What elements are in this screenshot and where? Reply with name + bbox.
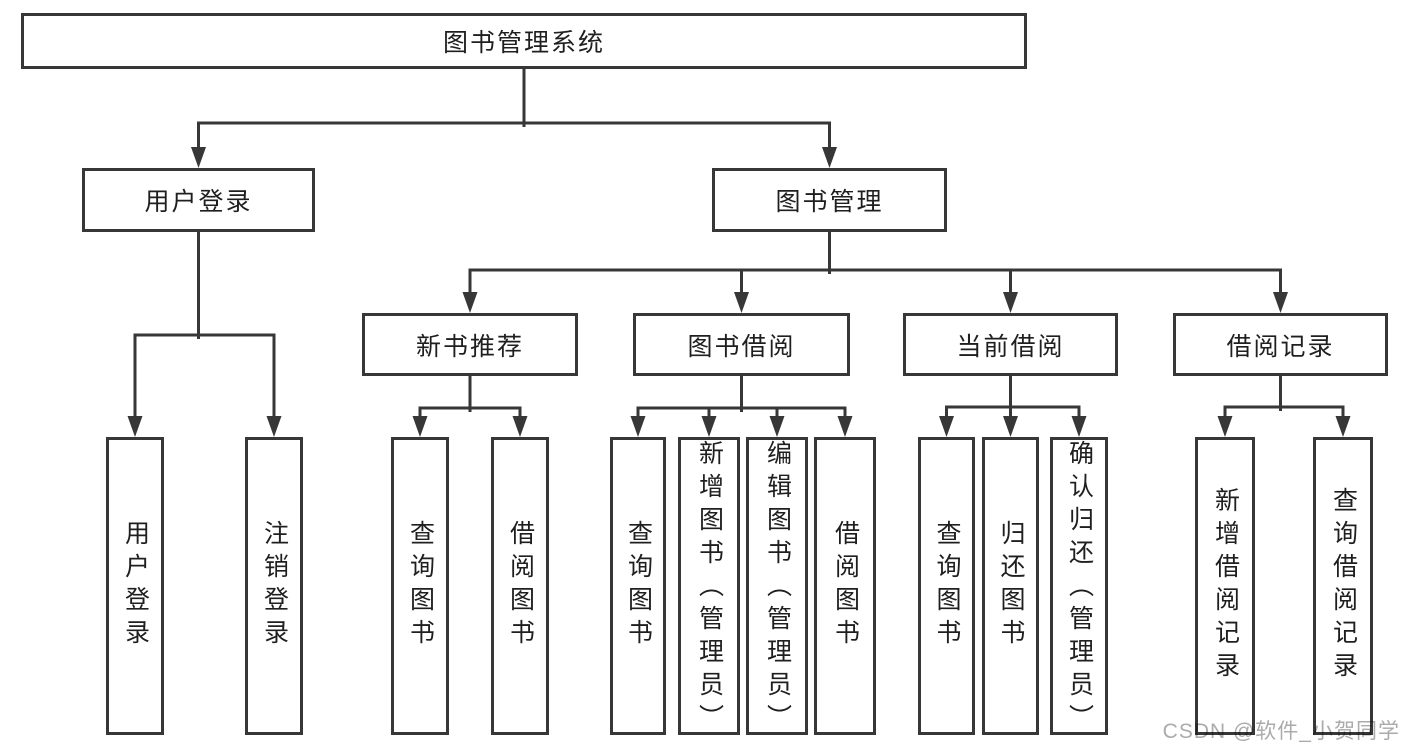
csdn-watermark: CSDN @软件_小贺同学 bbox=[1162, 720, 1400, 743]
leaf-label: 确认归还（管理员） bbox=[1065, 440, 1094, 737]
node-label: 图书管理系统 bbox=[442, 29, 605, 57]
node-label: 当前借阅 bbox=[956, 332, 1065, 361]
leaf-return-book: 归还图书 bbox=[982, 437, 1039, 735]
node-user-login: 用户登录 bbox=[82, 168, 315, 232]
leaf-query-books-current: 查询图书 bbox=[918, 437, 975, 735]
node-label: 借阅记录 bbox=[1226, 332, 1335, 361]
node-new-book-recommend: 新书推荐 bbox=[362, 313, 578, 376]
node-book-borrow: 图书借阅 bbox=[633, 313, 850, 376]
leaf-add-book-admin: 新增图书（管理员） bbox=[678, 437, 740, 737]
node-label: 图书借阅 bbox=[687, 332, 796, 361]
leaf-label: 查询图书 bbox=[933, 520, 961, 652]
leaf-add-borrow-record: 新增借阅记录 bbox=[1195, 437, 1255, 735]
node-label: 新书推荐 bbox=[415, 332, 524, 361]
leaf-label: 查询借阅记录 bbox=[1329, 487, 1358, 685]
leaf-user-login: 用户登录 bbox=[106, 437, 164, 735]
node-label: 用户登录 bbox=[144, 188, 253, 216]
leaf-label: 借阅图书 bbox=[506, 520, 535, 652]
leaf-label: 查询图书 bbox=[624, 520, 653, 652]
leaf-query-books-borrow: 查询图书 bbox=[610, 437, 666, 735]
leaf-label: 注销登录 bbox=[260, 520, 289, 652]
leaf-confirm-return-admin: 确认归还（管理员） bbox=[1050, 437, 1108, 737]
leaf-label: 新增借阅记录 bbox=[1211, 487, 1240, 685]
leaf-query-borrow-record: 查询借阅记录 bbox=[1313, 437, 1373, 735]
leaf-query-books-recommend: 查询图书 bbox=[391, 437, 449, 735]
leaf-label: 归还图书 bbox=[997, 520, 1025, 652]
leaf-edit-book-admin: 编辑图书（管理员） bbox=[746, 437, 808, 737]
leaf-borrow-books: 借阅图书 bbox=[814, 437, 876, 735]
node-book-management: 图书管理 bbox=[712, 168, 947, 232]
leaf-borrow-books-recommend: 借阅图书 bbox=[491, 437, 549, 735]
leaf-label: 编辑图书（管理员） bbox=[763, 440, 792, 737]
node-current-borrow: 当前借阅 bbox=[903, 313, 1118, 376]
node-label: 图书管理 bbox=[775, 188, 884, 216]
leaf-logout: 注销登录 bbox=[245, 437, 303, 735]
leaf-label: 新增图书（管理员） bbox=[695, 440, 724, 737]
leaf-label: 借阅图书 bbox=[831, 520, 860, 652]
leaf-label: 用户登录 bbox=[121, 520, 150, 652]
node-borrow-records: 借阅记录 bbox=[1173, 313, 1388, 376]
leaf-label: 查询图书 bbox=[406, 520, 435, 652]
node-root-library-system: 图书管理系统 bbox=[21, 13, 1027, 69]
